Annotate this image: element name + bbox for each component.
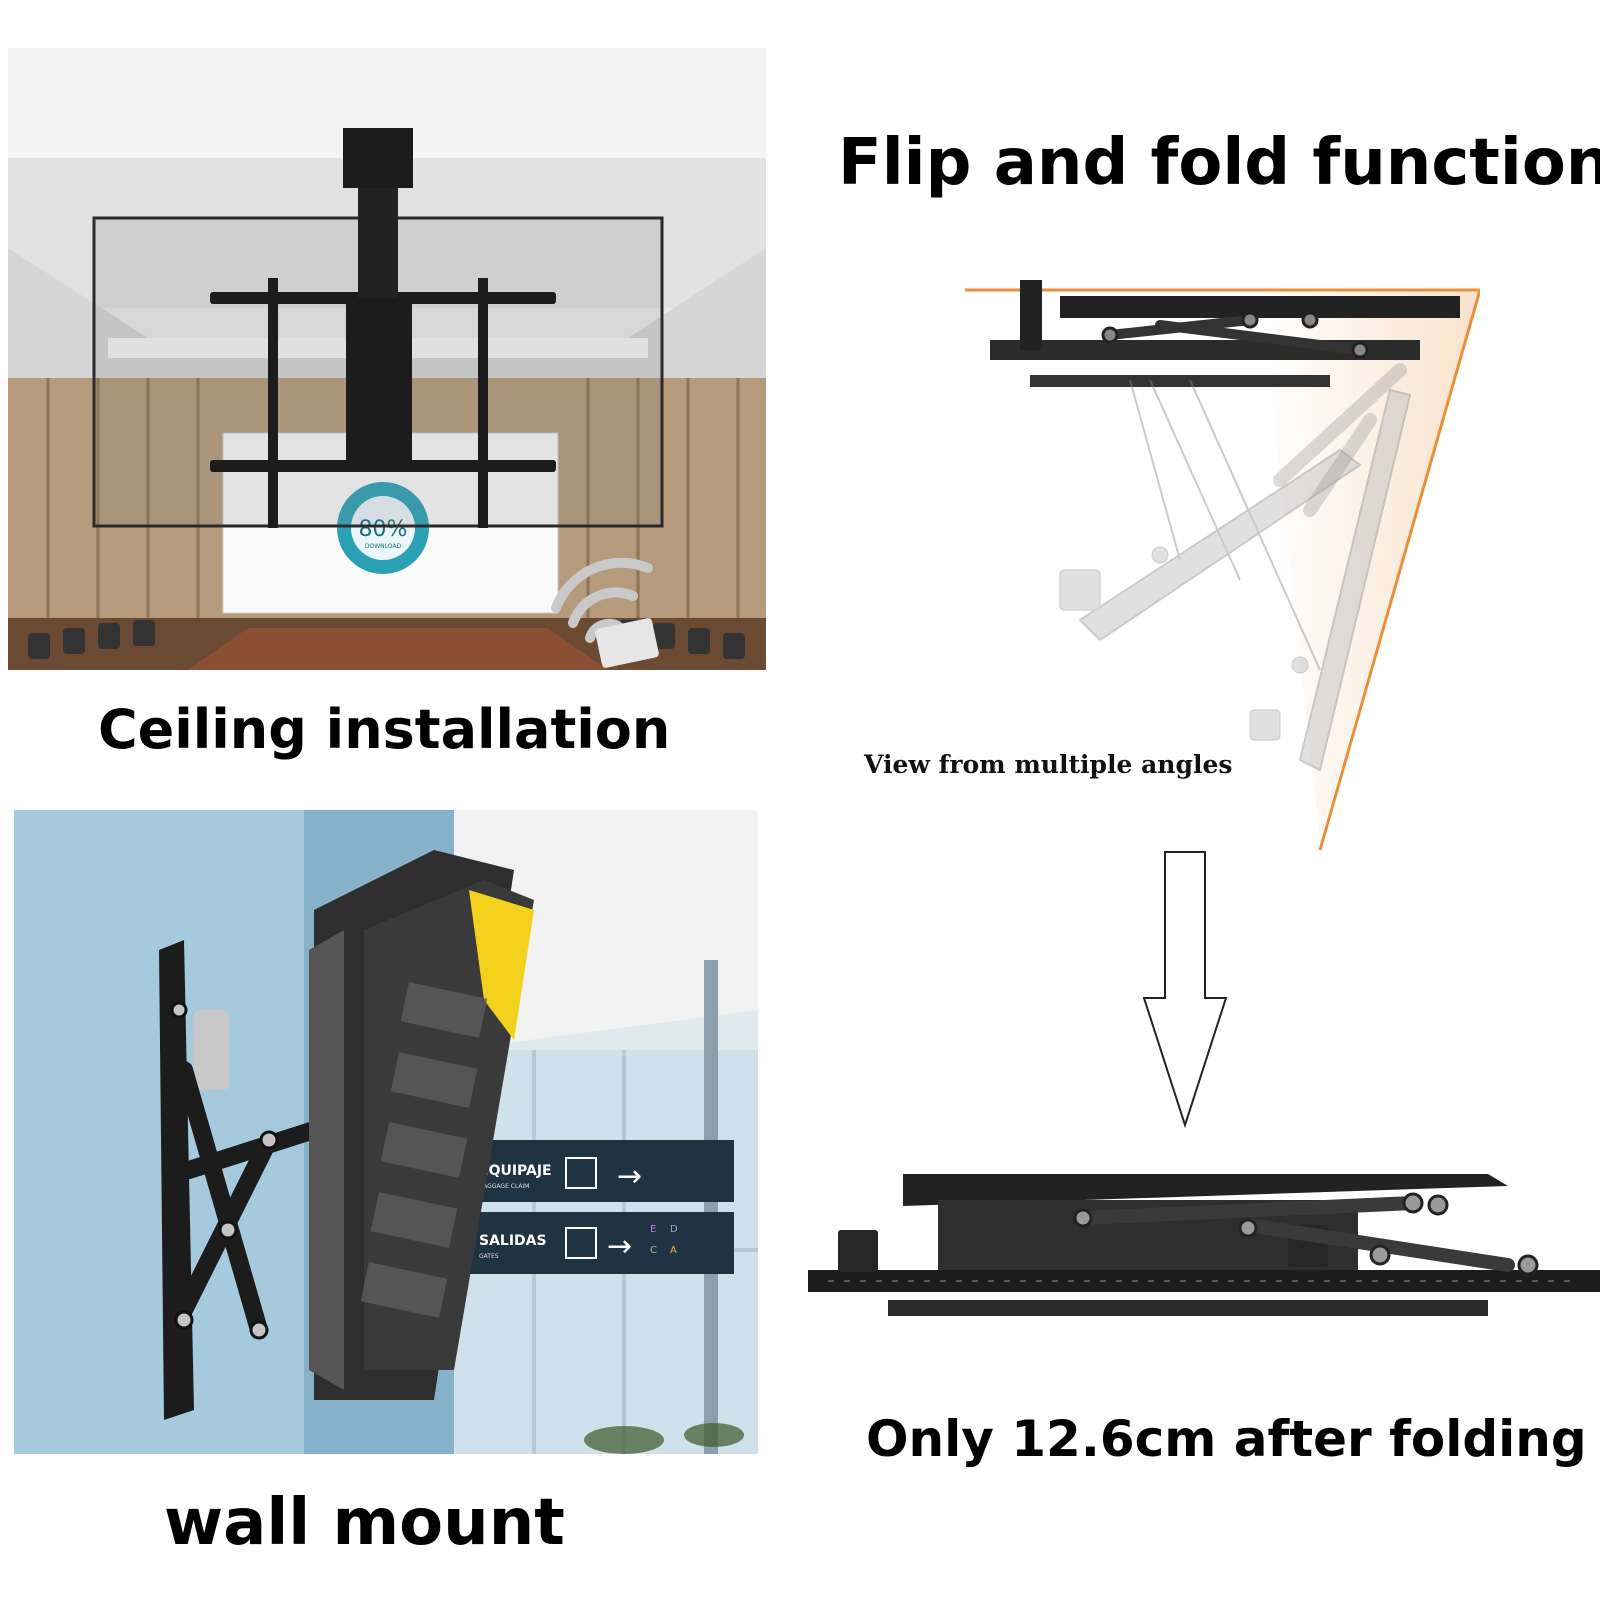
sign-gates: GATES bbox=[479, 1253, 499, 1260]
arrow-right-icon-2: → bbox=[607, 1229, 632, 1264]
gate-letter-a: A bbox=[670, 1245, 677, 1256]
wall-mount-caption: wall mount bbox=[164, 1486, 565, 1560]
folded-mount-photo bbox=[808, 1160, 1600, 1350]
wifi-icon bbox=[551, 557, 653, 643]
angles-caption: View from multiple angles bbox=[864, 750, 1233, 779]
sign-baggage: BAGGAGE CLAIM bbox=[479, 1183, 529, 1190]
gate-letter-c: C bbox=[650, 1245, 657, 1256]
luggage-icon bbox=[565, 1157, 597, 1189]
ceiling-installation-caption: Ceiling installation bbox=[98, 698, 671, 761]
gate-letter-e: E bbox=[650, 1224, 656, 1235]
gate-letter-d: D bbox=[670, 1224, 678, 1235]
sign-salidas: SALIDAS bbox=[479, 1233, 547, 1249]
sign-board-bottom bbox=[464, 1212, 734, 1274]
flip-fold-diagram bbox=[960, 280, 1480, 860]
ceiling-installation-photo: 80% DOWNLOAD bbox=[8, 48, 766, 670]
sign-board-top bbox=[464, 1140, 734, 1202]
sign-equipaje: EQUIPAJE bbox=[479, 1163, 552, 1179]
only-after-folding-caption: Only 12.6cm after folding bbox=[866, 1410, 1587, 1468]
plane-icon bbox=[565, 1227, 597, 1259]
download-percent: 80% bbox=[359, 517, 408, 542]
flip-fold-title: Flip and fold function bbox=[838, 126, 1600, 200]
gas-spring bbox=[194, 1010, 229, 1090]
arrow-right-icon-1: → bbox=[617, 1159, 642, 1194]
wall-mount-photo: EQUIPAJE BAGGAGE CLAIM → SALIDAS GATES →… bbox=[14, 810, 758, 1454]
remote-tablet bbox=[595, 618, 659, 668]
down-arrow-icon bbox=[1140, 850, 1230, 1130]
download-label: DOWNLOAD bbox=[365, 543, 402, 550]
